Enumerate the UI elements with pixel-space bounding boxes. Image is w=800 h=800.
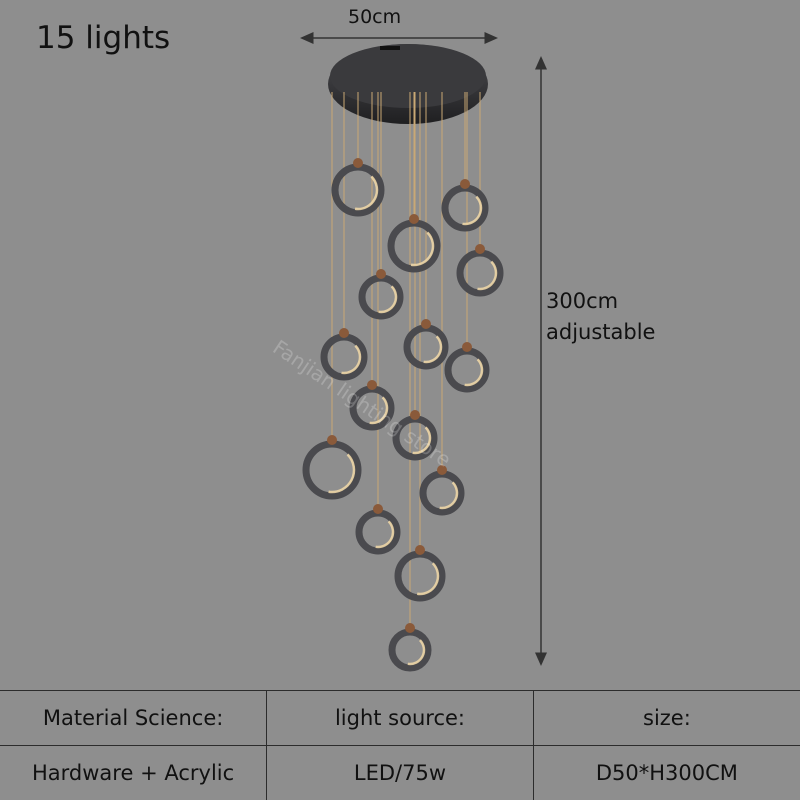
pendant-ring [403,319,449,370]
pendant-ring [302,435,362,500]
pendant-ring [331,158,385,217]
spec-header-size: size: [532,690,800,746]
height-dimension-label: 300cm adjustable [546,286,655,348]
product-title: 15 lights [36,20,171,56]
pendant-ring [456,244,504,297]
pendant-ring [320,328,368,381]
spec-header-row: Material Science: light source: size: [0,690,800,746]
ceiling-canopy [328,44,488,124]
pendant-ring [355,504,401,555]
chandelier-illustration [300,32,547,672]
pendant-ring [394,545,446,602]
height-value: 300cm [546,289,619,313]
width-dimension-label: 50cm [348,6,402,28]
pendant-ring [419,465,465,516]
spec-value-light-source: LED/75w [266,745,534,800]
pendant-ring [441,179,489,232]
suspension-wires [331,92,481,626]
spec-value-size: D50*H300CM [532,745,800,800]
pendant-ring [358,269,404,320]
pendant-ring [392,410,438,461]
spec-value-material: Hardware + Acrylic [0,745,268,800]
spec-table: Material Science: light source: size: Ha… [0,690,800,800]
height-note: adjustable [546,320,656,344]
spec-header-light-source: light source: [266,690,534,746]
pendant-rings [302,158,504,672]
pendant-ring [444,342,490,393]
spec-value-row: Hardware + Acrylic LED/75w D50*H300CM [0,745,800,800]
spec-header-material: Material Science: [0,690,268,746]
pendant-ring [349,380,395,431]
pendant-ring [387,214,441,273]
pendant-ring [388,623,432,672]
